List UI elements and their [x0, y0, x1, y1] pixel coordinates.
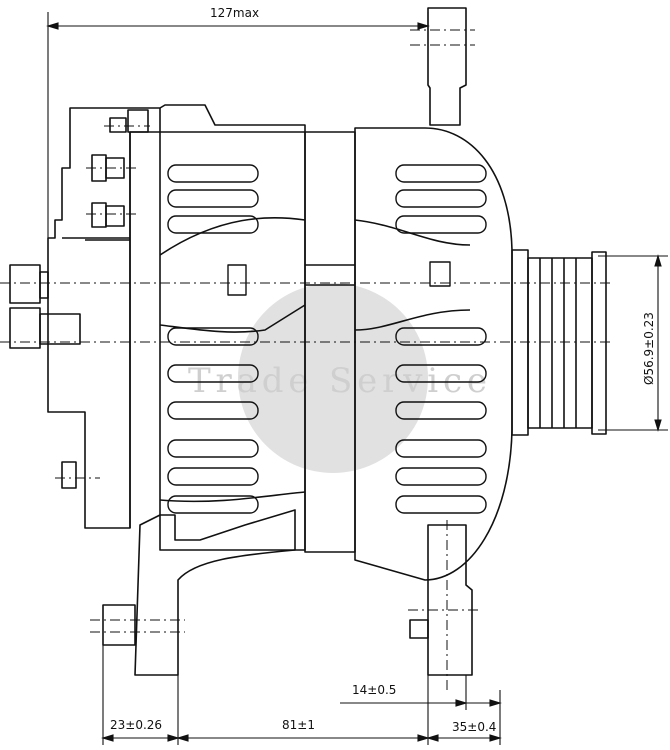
- watermark-disc: [238, 283, 428, 473]
- rear-housing: [47, 104, 306, 529]
- watermark-text: Trade Service: [188, 361, 488, 401]
- center-lines: [0, 29, 612, 690]
- dim-mount-offset: 14±0.5: [352, 683, 396, 697]
- dimension-lines: [46, 12, 668, 745]
- dim-pulley-diameter: Ø56.9±0.23: [642, 312, 656, 385]
- rear-vents: [167, 164, 259, 514]
- dim-overall-length: 127max: [210, 6, 259, 20]
- front-vents: [395, 164, 487, 514]
- dim-front-offset: 35±0.4: [452, 720, 496, 734]
- bottom-mount-feet: [102, 509, 473, 676]
- watermark: Trade Service: [188, 283, 488, 473]
- top-mount-bracket: [427, 7, 467, 126]
- terminal-studs: [9, 109, 149, 489]
- dim-body-length: 81±1: [282, 718, 315, 732]
- pulley: [511, 249, 607, 436]
- dim-rear-offset: 23±0.26: [110, 718, 162, 732]
